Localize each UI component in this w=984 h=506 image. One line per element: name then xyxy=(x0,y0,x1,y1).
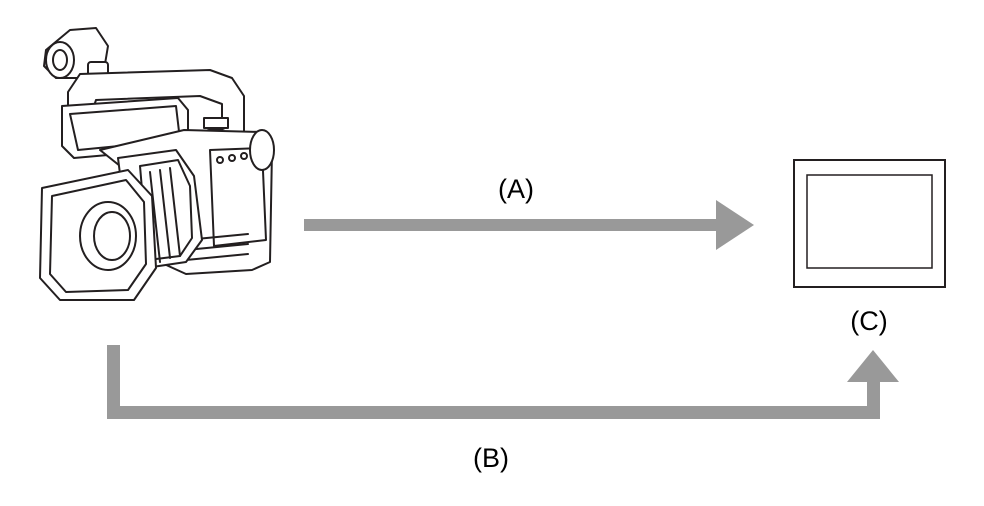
label-c: (C) xyxy=(850,306,887,336)
monitor-screen xyxy=(806,174,933,269)
arrow-b-vertical-left xyxy=(107,345,120,419)
arrow-a xyxy=(304,200,754,250)
arrow-b-vertical-right xyxy=(867,378,880,419)
label-b: (B) xyxy=(473,443,509,473)
arrow-a-head xyxy=(716,200,754,250)
arrow-b xyxy=(107,345,899,419)
camcorder-icon xyxy=(39,27,275,301)
arrow-b-head xyxy=(847,350,899,382)
label-a: (A) xyxy=(498,174,534,204)
arrow-a-shaft xyxy=(304,219,724,231)
arrow-b-horizontal xyxy=(107,406,880,419)
monitor-icon xyxy=(793,159,946,288)
